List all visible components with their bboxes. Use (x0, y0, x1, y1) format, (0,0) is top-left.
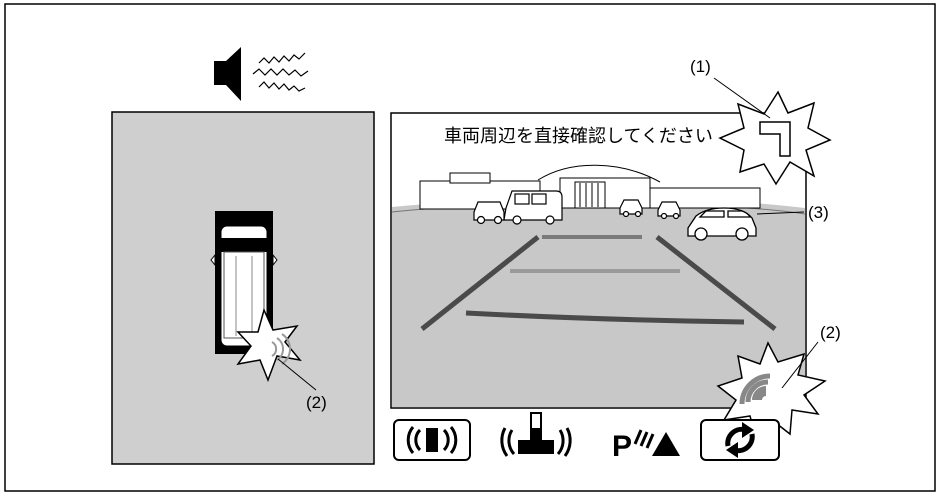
leader-line-2-left (277, 358, 317, 391)
callout-1: (1) (690, 57, 711, 76)
parking-sensor-label: P (612, 430, 632, 463)
corner-alert-burst (718, 90, 832, 186)
parked-car (619, 199, 681, 220)
callout-2-left: (2) (306, 393, 327, 412)
callout-3: (3) (808, 203, 829, 222)
parked-car (473, 201, 505, 225)
parking-sensor-icon: P (612, 429, 680, 463)
front-sensor-icon[interactable] (393, 419, 471, 461)
leader-line-1 (713, 77, 771, 119)
callout-2-right: (2) (820, 323, 841, 342)
rear-sensor-icon (500, 412, 572, 457)
warning-message: 車両周辺を直接確認してください (444, 126, 713, 146)
camera-switch-icon[interactable] (700, 419, 780, 461)
background-building (419, 164, 761, 210)
leader-line-3 (756, 211, 805, 215)
parking-guide-lines (420, 235, 777, 331)
camera-view-panel (390, 112, 807, 409)
leader-line-2-right (781, 341, 819, 389)
speaker-icon (214, 47, 241, 101)
parked-van (503, 190, 563, 225)
sensor-detect-icon (236, 307, 302, 383)
car-top-view-icon (210, 211, 278, 354)
approaching-car (687, 207, 757, 241)
sound-wave-icon (252, 52, 309, 92)
